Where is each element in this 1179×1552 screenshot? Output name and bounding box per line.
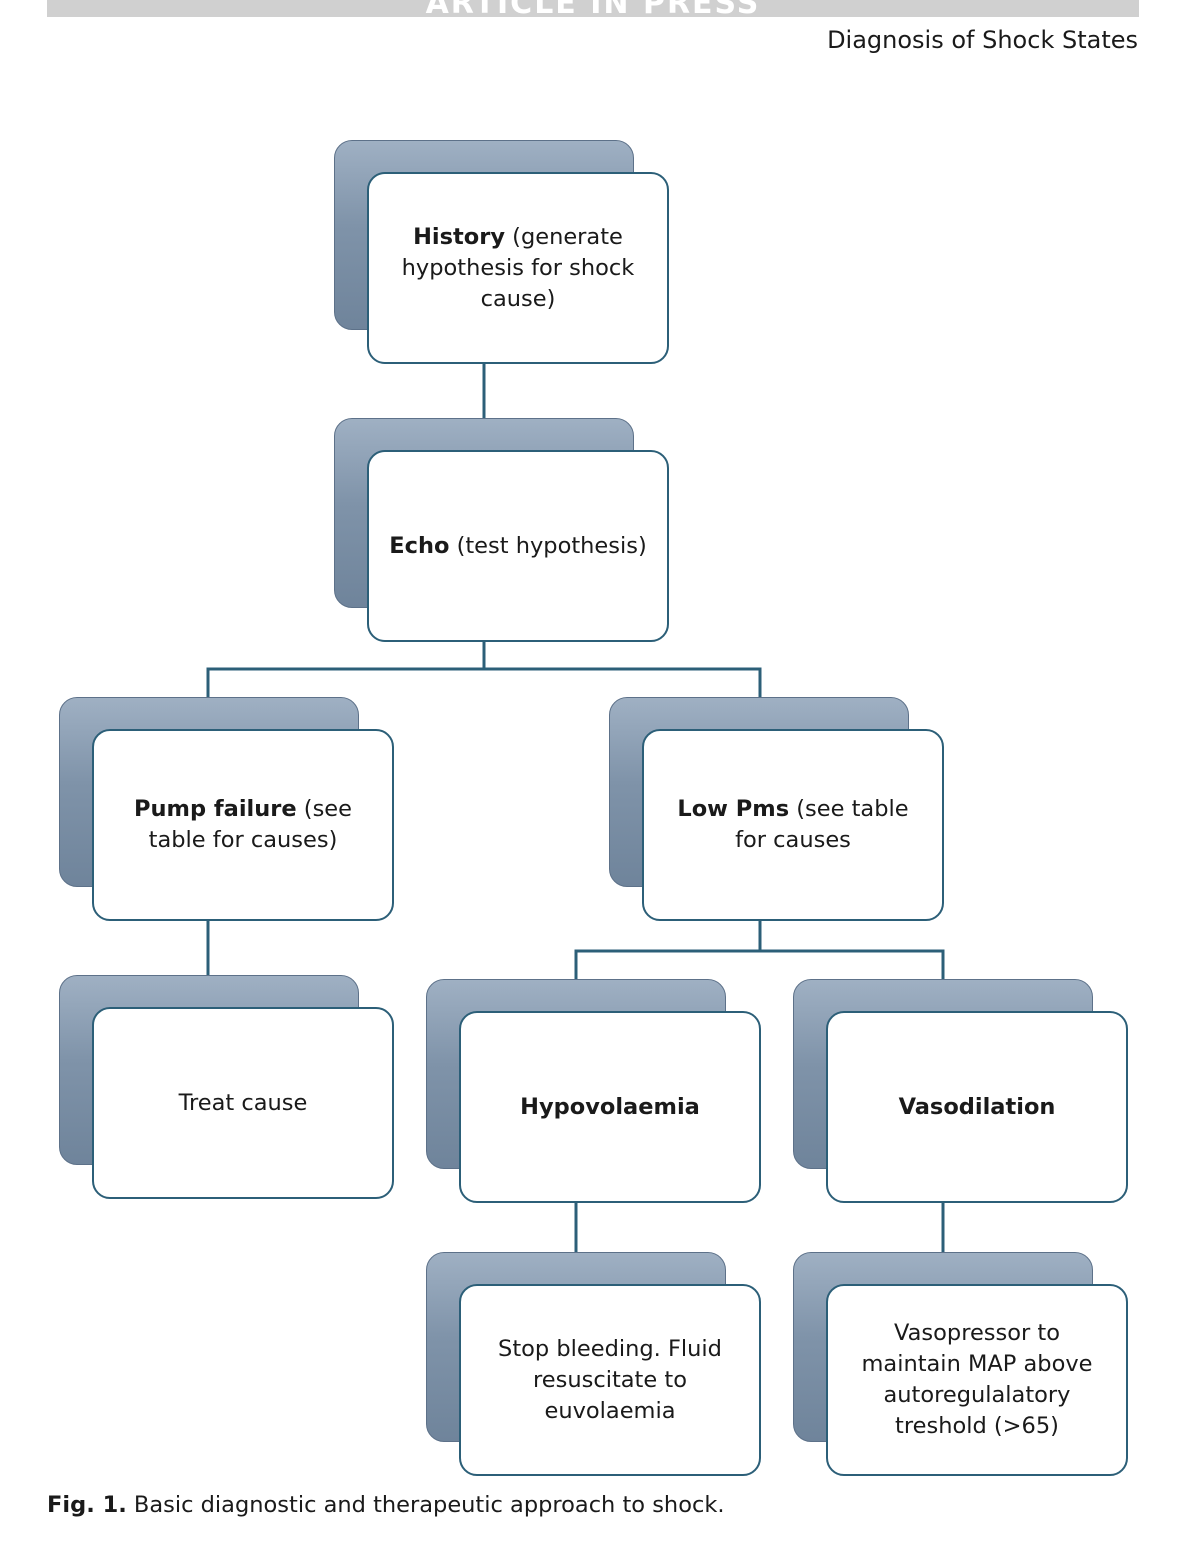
node-box: Vasopressor to maintain MAP above autore… (826, 1284, 1128, 1476)
caption-label: Fig. 1. (47, 1492, 127, 1518)
node-label: Vasodilation (898, 1093, 1056, 1120)
node-label: Low Pms (see table for causes (677, 796, 909, 853)
node-box: Stop bleeding. Fluid resuscitate to euvo… (459, 1284, 761, 1476)
header-banner: ARTICLE IN PRESS (47, 0, 1139, 17)
node-treat-cause: Treat cause (59, 975, 394, 1199)
node-box: Low Pms (see table for causes (642, 729, 944, 921)
node-label: Pump failure (see table for causes) (133, 796, 352, 853)
node-hypovolaemia: Hypovolaemia (426, 979, 761, 1203)
node-box: Pump failure (see table for causes) (92, 729, 394, 921)
banner-text: ARTICLE IN PRESS (47, 0, 1139, 17)
edge-lowpms-hypovolaemia (574, 918, 762, 981)
node-label: Treat cause (178, 1089, 308, 1116)
node-label: Stop bleeding. Fluid resuscitate to euvo… (498, 1335, 722, 1424)
node-label: Echo (test hypothesis) (389, 532, 647, 559)
edge-echo-low-pms (484, 667, 762, 698)
node-label: Hypovolaemia (520, 1093, 700, 1120)
node-box: History (generate hypothesis for shock c… (367, 172, 669, 364)
edge-echo-split (206, 640, 486, 698)
node-label: History (generate hypothesis for shock c… (401, 223, 635, 312)
running-title: Diagnosis of Shock States (827, 26, 1138, 54)
edge-lowpms-vasodilation (760, 949, 945, 981)
node-label: Vasopressor to maintain MAP above autore… (861, 1320, 1093, 1439)
node-box: Hypovolaemia (459, 1011, 761, 1203)
node-pump-failure: Pump failure (see table for causes) (59, 697, 394, 921)
node-box: Vasodilation (826, 1011, 1128, 1203)
node-low-pms: Low Pms (see table for causes (609, 697, 944, 921)
caption-text: Basic diagnostic and therapeutic approac… (126, 1492, 725, 1518)
node-vasodilation: Vasodilation (793, 979, 1128, 1203)
node-box: Treat cause (92, 1007, 394, 1199)
node-stop-bleeding: Stop bleeding. Fluid resuscitate to euvo… (426, 1252, 761, 1476)
node-box: Echo (test hypothesis) (367, 450, 669, 642)
node-vasopressor: Vasopressor to maintain MAP above autore… (793, 1252, 1128, 1476)
node-history: History (generate hypothesis for shock c… (334, 140, 669, 364)
node-echo: Echo (test hypothesis) (334, 418, 669, 642)
figure-caption: Fig. 1. Basic diagnostic and therapeutic… (47, 1492, 725, 1518)
